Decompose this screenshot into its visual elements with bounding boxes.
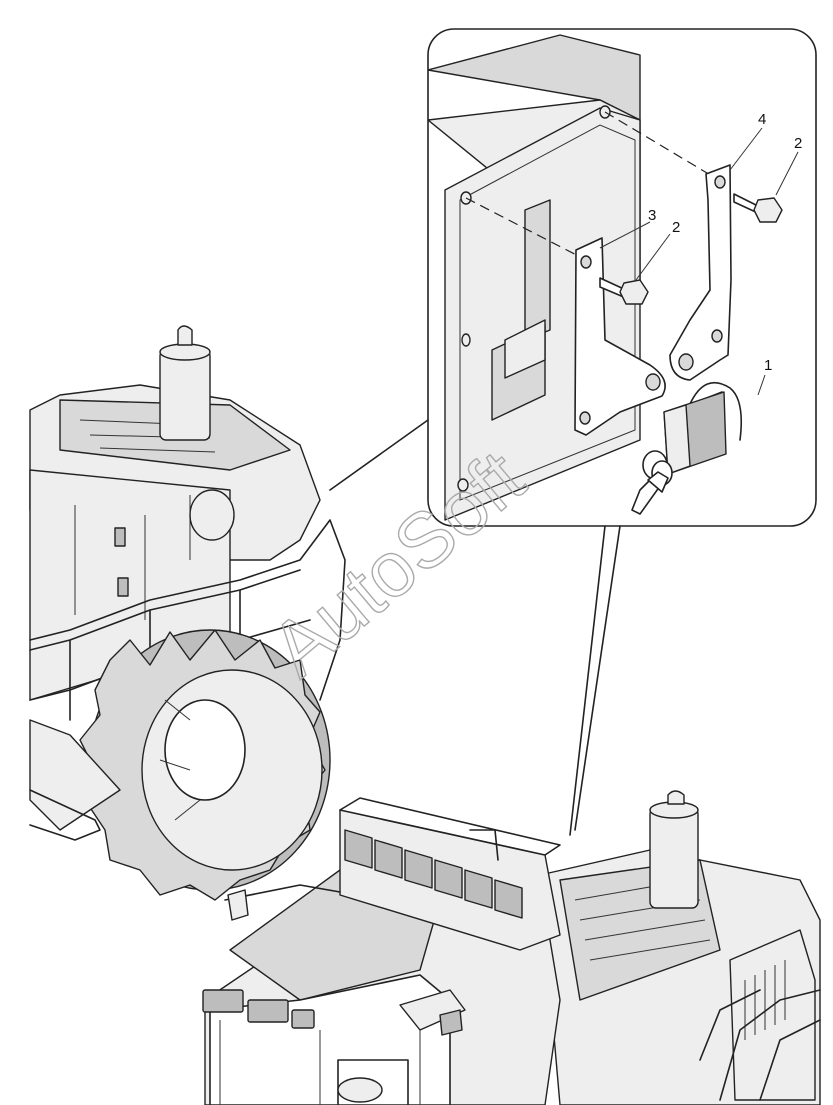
bracket-3 — [574, 237, 666, 436]
roof-light-bar — [339, 797, 561, 951]
detail-inset: 1 2 2 3 4 — [329, 28, 817, 836]
compactor-machine-left — [29, 325, 346, 901]
leader-line-left — [329, 419, 429, 491]
bracket-4 — [669, 164, 732, 381]
padfoot-wheel — [79, 629, 331, 901]
bolt-2-lower — [599, 277, 649, 305]
callout-leader-4 — [729, 127, 763, 171]
callout-number-2-upper: 2 — [794, 135, 802, 152]
leader-line-bottom-left — [569, 525, 606, 836]
callout-number-2-lower: 2 — [672, 219, 680, 236]
padlock-1 — [631, 381, 743, 515]
exhaust-stack-left — [159, 349, 211, 441]
bolt-2-upper — [733, 193, 783, 223]
callout-leader-3 — [599, 221, 651, 249]
callout-number-4: 4 — [758, 111, 766, 128]
callout-leader-2-upper — [775, 151, 799, 196]
compactor-machine-bottom — [202, 790, 821, 1105]
exhaust-stack-bottom — [649, 807, 699, 909]
callout-number-1: 1 — [764, 357, 772, 374]
callout-leader-1 — [757, 374, 766, 396]
callout-leader-2-lower — [635, 233, 671, 281]
leader-line-bottom-right — [574, 525, 621, 831]
callout-number-3: 3 — [648, 207, 656, 224]
